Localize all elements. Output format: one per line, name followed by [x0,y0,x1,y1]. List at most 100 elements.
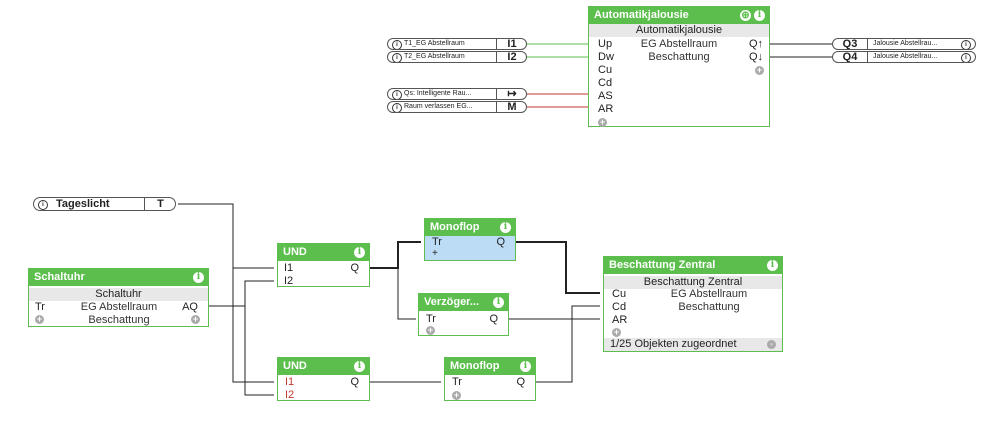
monoflop-block-2[interactable]: Monoflop i Tr Q + [444,357,536,401]
output-q-up[interactable]: Q↑ [748,38,763,50]
info-icon[interactable]: i [520,361,531,372]
block-header[interactable]: UND i [278,358,369,375]
input-ref-t2[interactable]: i T2_EG Abstellraum I2 [387,51,527,63]
beschattung-zentral-block[interactable]: Beschattung Zentral i Beschattung Zentra… [603,256,783,352]
input-ref-raum[interactable]: i Raum verlassen EG... M [387,101,527,113]
block-title: UND [283,246,307,258]
add-input-icon[interactable]: + [432,248,438,259]
block-header[interactable]: Verzöger... i [419,294,508,311]
block-type: Schaltuhr [29,288,208,301]
ref-label: Qs: Intelligente Rau... [404,90,472,97]
input-tr[interactable]: Tr [452,376,462,388]
ref-badge: Q4 [842,51,858,63]
monoflop-block-1[interactable]: Monoflop i Tr Q + [424,218,516,261]
block-title: Verzöger... [424,296,480,308]
footer-text: 1/25 Objekten zugeordnet [610,338,737,350]
ref-badge: M [507,101,517,113]
wire-schaltuhr-und2 [244,306,274,396]
info-icon[interactable]: i [38,200,48,210]
input-tr[interactable]: Tr [35,301,45,313]
wire-tageslicht-und2 [232,268,274,383]
automatikjalousie-block[interactable]: Automatikjalousie ⊕ i Automatikjalousie … [588,6,770,127]
output-ref-q3[interactable]: Q3 Jalousie Abstellrau... i [832,38,976,50]
info-icon[interactable]: i [961,40,971,49]
output-q[interactable]: Q [516,376,525,388]
input-tr[interactable]: Tr [426,313,436,325]
und-block-2[interactable]: UND i I1 I2 Q [277,357,370,401]
input-i2[interactable]: I2 [285,389,295,401]
block-header[interactable]: Monoflop i [425,219,515,236]
block-header[interactable]: Monoflop i [445,358,535,375]
ref-badge: I2 [507,51,517,63]
wire-und1-mono1 [370,241,421,269]
add-output-icon[interactable]: + [191,314,200,324]
block-title: Monoflop [450,360,500,372]
info-icon[interactable]: i [493,297,504,308]
info-icon[interactable]: i [767,260,778,271]
info-icon[interactable]: i [193,272,204,283]
output-q[interactable]: Q [350,376,359,388]
input-ref-tageslicht[interactable]: i Tageslicht T [33,197,176,211]
output-q[interactable]: Q [489,313,498,325]
input-cd[interactable]: Cd [598,77,613,89]
input-ref-t1[interactable]: i T1_EG Abstellraum I1 [387,38,527,50]
input-i1[interactable]: I1 [285,376,295,388]
info-icon[interactable]: i [354,361,365,372]
add-icon[interactable]: ⊕ [740,10,751,21]
function-label: Beschattung [88,314,150,326]
wire-tageslicht [178,203,274,269]
ref-label: Raum verlassen EG... [404,103,473,110]
room-label: EG Abstellraum [670,288,748,300]
ref-badge: I1 [507,38,517,50]
scene-icon: ↦ [507,88,517,100]
info-icon[interactable]: i [354,247,365,258]
block-type: Automatikjalousie [589,24,769,37]
input-up[interactable]: Up [598,38,613,50]
info-icon[interactable]: i [500,222,511,233]
settings-icon[interactable]: ◦ [767,340,776,349]
wire-mono1-cu [516,241,600,294]
wire-schaltuhr [209,280,274,307]
function-label: Beschattung [678,301,740,313]
info-icon[interactable]: i [392,90,402,99]
output-ref-q4[interactable]: Q4 Jalousie Abstellrau... i [832,51,976,63]
block-header[interactable]: UND i [278,244,369,261]
input-i2[interactable]: I2 [284,275,294,287]
info-icon[interactable]: i [392,40,402,49]
add-input-icon[interactable]: + [452,390,461,400]
input-ar[interactable]: AR [598,103,614,115]
input-i1[interactable]: I1 [284,262,294,274]
input-ar[interactable]: AR [612,314,628,326]
output-aq[interactable]: AQ [182,301,198,313]
input-ref-qs[interactable]: i Qs: Intelligente Rau... ↦ [387,88,527,100]
input-as[interactable]: AS [598,90,613,102]
output-q-down[interactable]: Q↓ [748,51,763,63]
add-input-icon[interactable]: + [35,314,44,324]
info-icon[interactable]: i [961,53,971,62]
input-cu[interactable]: Cu [612,288,627,300]
room-label: EG Abstellraum [80,301,158,313]
add-input-icon[interactable]: + [426,325,435,335]
wire-mono2-cd [536,305,600,383]
schaltuhr-block[interactable]: Schaltuhr i Schaltuhr Tr EG Abstellraum … [28,268,209,327]
verzoegerung-block[interactable]: Verzöger... i Tr Q + [418,293,509,336]
output-q[interactable]: Q [496,236,505,248]
info-icon[interactable]: i [392,103,402,112]
output-q[interactable]: Q [350,262,359,274]
wire-und1-verz [397,268,416,320]
ref-label: Tageslicht [56,198,110,210]
block-header[interactable]: Automatikjalousie ⊕ i [589,7,769,24]
und-block-1[interactable]: UND i I1 I2 Q [277,243,370,287]
input-dw[interactable]: Dw [598,51,614,63]
input-cd[interactable]: Cd [612,301,627,313]
block-header[interactable]: Schaltuhr i [29,269,208,286]
block-title: Schaltuhr [34,271,85,283]
input-tr[interactable]: Tr [432,236,442,248]
add-input-icon[interactable]: + [612,327,621,337]
block-header[interactable]: Beschattung Zentral i [604,257,782,274]
info-icon[interactable]: i [754,10,765,21]
input-cu[interactable]: Cu [598,64,613,76]
add-input-icon[interactable]: + [598,117,607,127]
add-output-icon[interactable]: + [755,65,764,75]
info-icon[interactable]: i [392,53,402,62]
